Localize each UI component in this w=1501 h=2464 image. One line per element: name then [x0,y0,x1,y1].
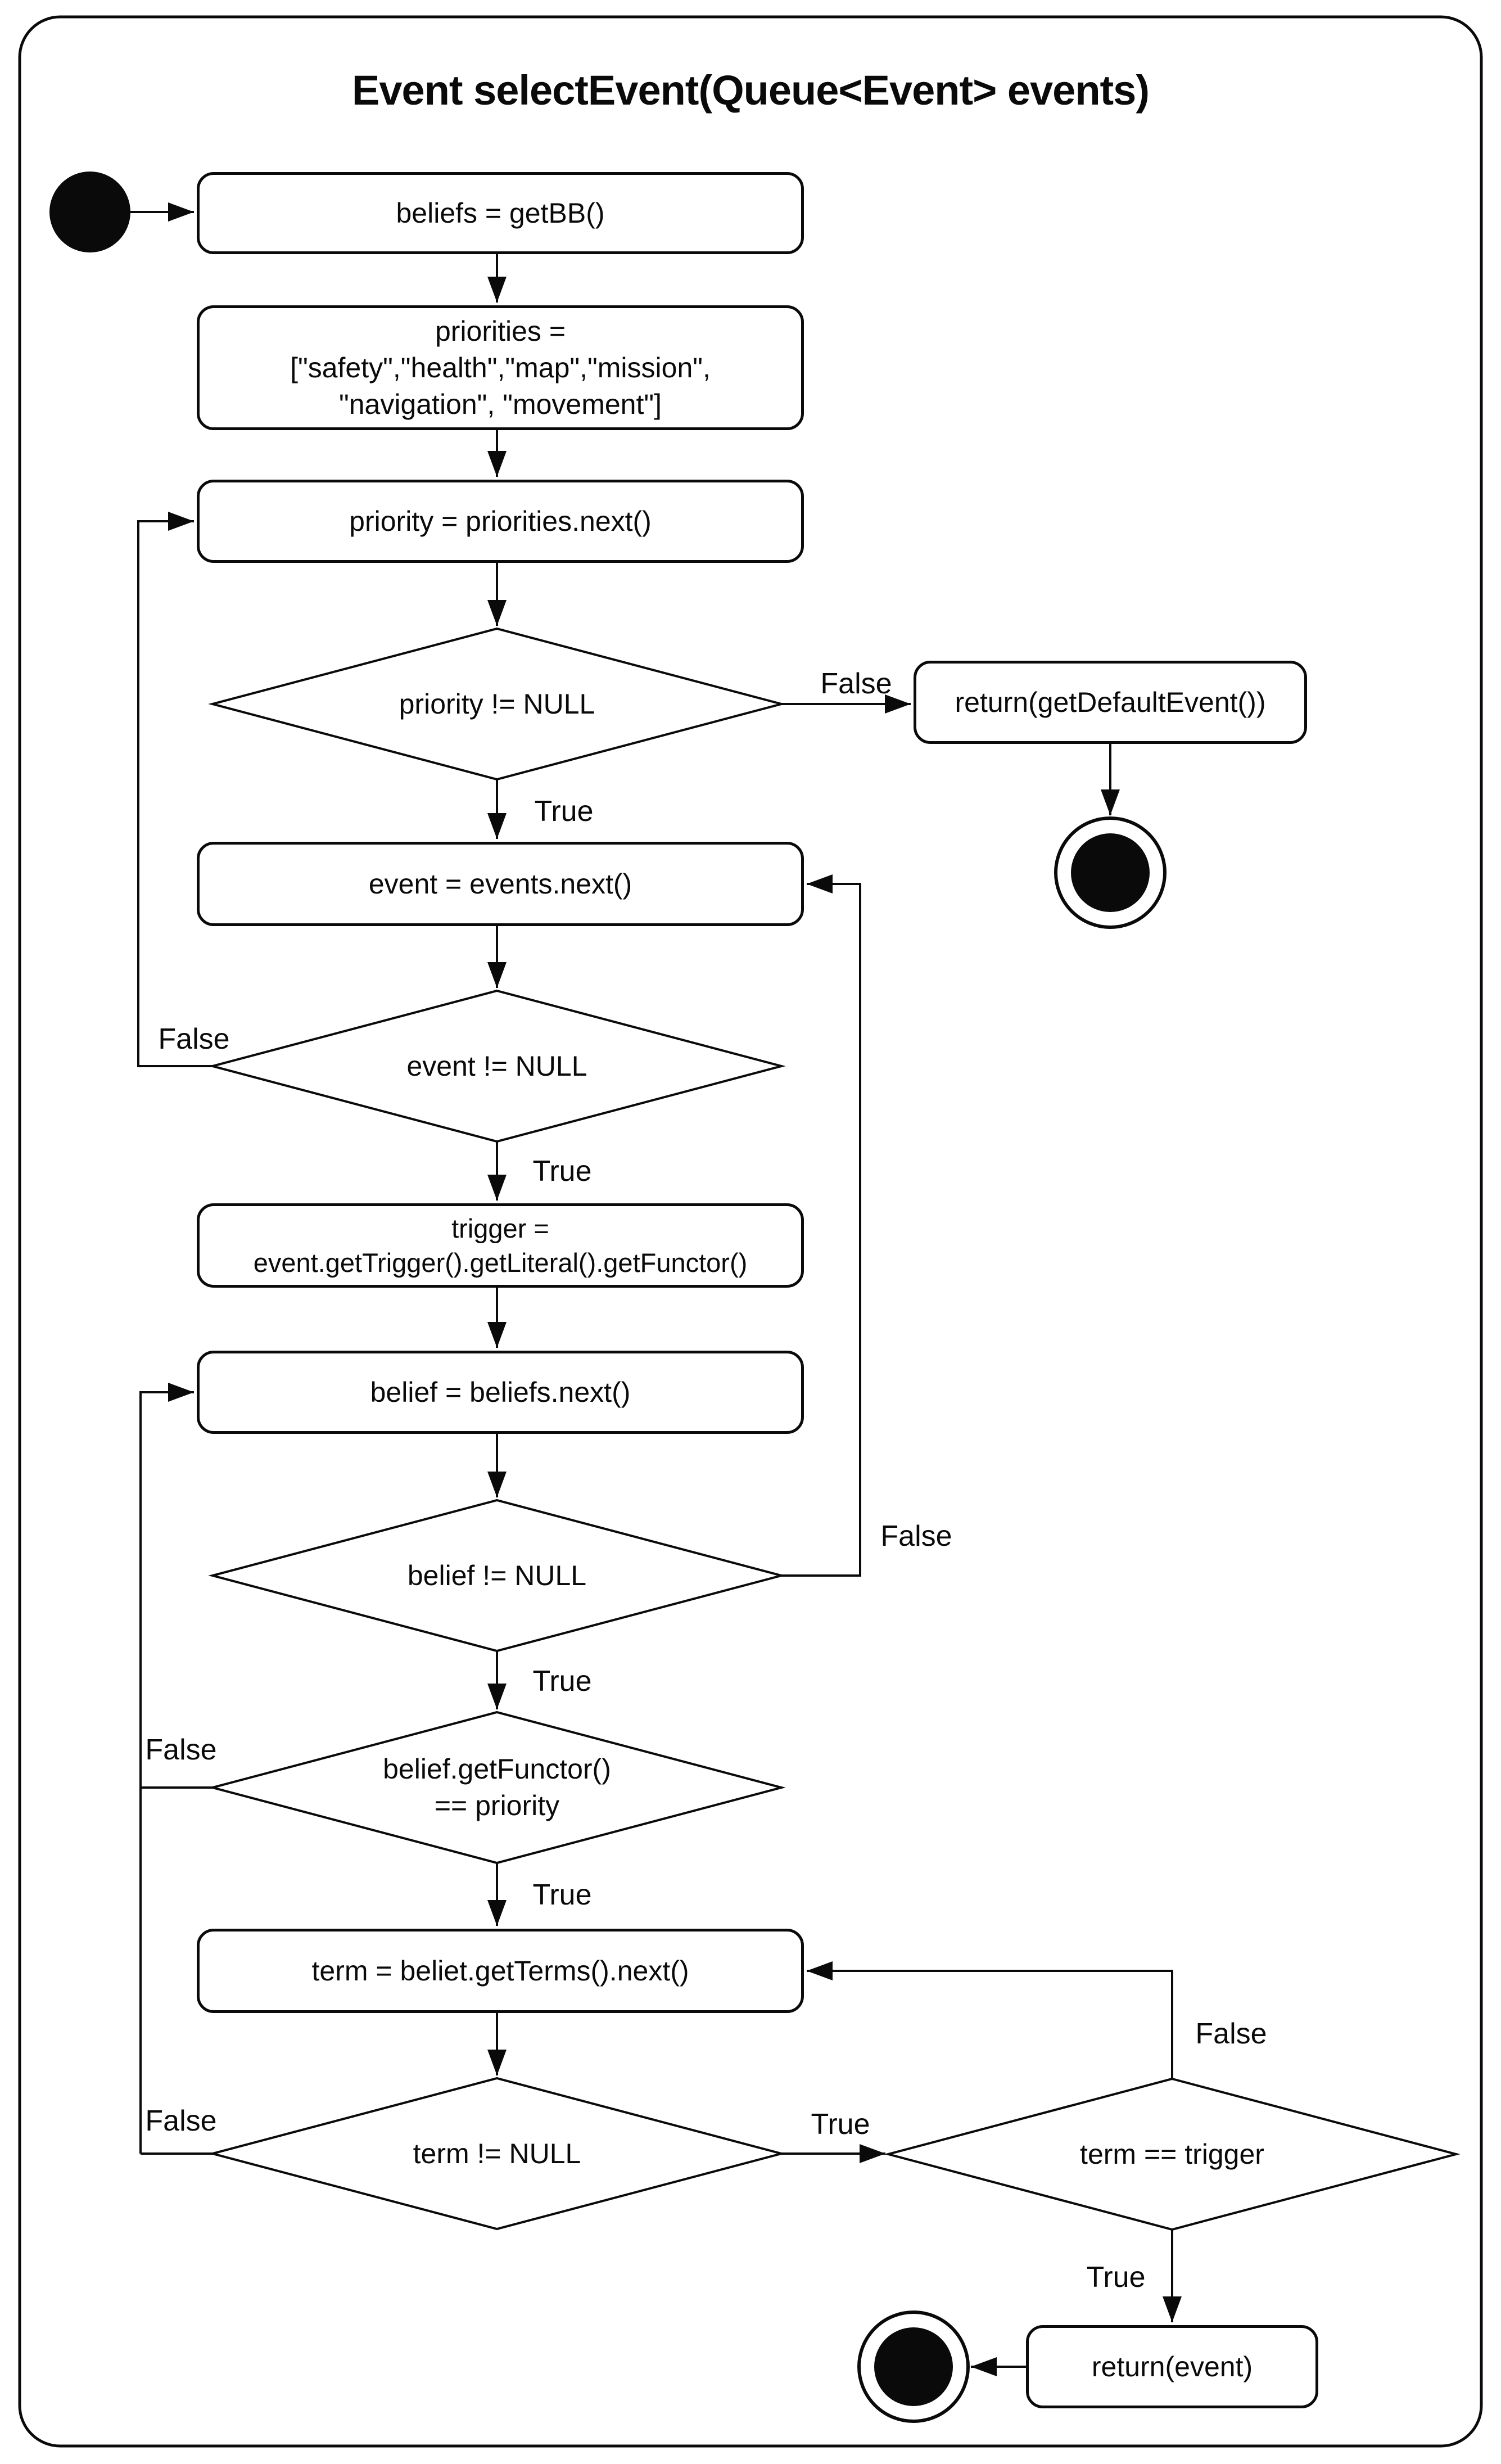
end-node-return-inner [874,2327,953,2406]
decision-functor-equals-priority [208,1711,786,1865]
edge-beliefcheck-false-loop-to-eventnext [781,874,861,1577]
node-term-next: term = beliet.getTerms().next() [197,1929,804,2013]
guard-true-priority-check: True [534,795,594,828]
guard-true-event-check: True [532,1155,592,1188]
node-return-event-label: return(event) [1091,2350,1253,2382]
node-return-event: return(event) [1026,2325,1318,2408]
diagram-title: Event selectEvent(Queue<Event> events) [352,67,1150,114]
node-priority-next-label: priority = priorities.next() [349,505,652,537]
node-priorities-line2: ["safety","health","map","mission", [290,351,711,383]
node-priorities-line1: priorities = [435,315,566,347]
guard-false-functor-check: False [145,1734,217,1766]
guard-true-term-check: True [811,2108,870,2141]
decision-event-not-null [208,989,786,1143]
node-beliefs-assign-label: beliefs = getBB() [396,197,605,229]
node-priority-next: priority = priorities.next() [197,480,804,563]
node-belief-next-label: belief = beliefs.next() [370,1376,631,1408]
guard-false-term-check: False [145,2105,217,2137]
edge-leftrail-loop-to-beliefnext [139,1383,194,2154]
node-event-next-label: event = events.next() [368,868,632,900]
guard-false-trigger-match: False [1195,2018,1267,2050]
node-trigger-line2: event.getTrigger().getLiteral().getFunct… [253,1248,748,1278]
decision-belief-not-null [208,1499,786,1653]
node-trigger-line1: trigger = [451,1213,549,1243]
node-priorities-line3: "navigation", "movement"] [338,388,662,420]
edge-eventcheck-false-loop-to-prioritynext [137,512,213,1067]
end-node-default-inner [1071,833,1150,912]
node-priorities-assign: priorities = ["safety","health","map","m… [197,305,804,430]
start-node [49,172,130,252]
node-return-default-label: return(getDefaultEvent()) [955,686,1266,718]
node-belief-next: belief = beliefs.next() [197,1351,804,1434]
node-trigger-assign: trigger = event.getTrigger().getLiteral(… [197,1203,804,1288]
edge-triggermatch-false-loop-to-termnext [807,1961,1173,2079]
diagram-border [18,15,1483,2448]
node-term-next-label: term = beliet.getTerms().next() [311,1955,689,1987]
guard-true-functor-check: True [532,1879,592,1911]
decision-priority-not-null [208,627,786,781]
decision-term-not-null [208,2077,786,2231]
decision-term-equals-trigger [884,2077,1461,2231]
node-event-next: event = events.next() [197,842,804,926]
node-beliefs-assign: beliefs = getBB() [197,172,804,254]
guard-false-event-check: False [158,1023,230,1055]
guard-false-belief-check: False [880,1520,952,1553]
guard-false-priority-check: False [820,667,892,700]
guard-true-trigger-match: True [1086,2261,1146,2294]
guard-true-belief-check: True [532,1665,592,1698]
node-return-default: return(getDefaultEvent()) [914,661,1307,744]
